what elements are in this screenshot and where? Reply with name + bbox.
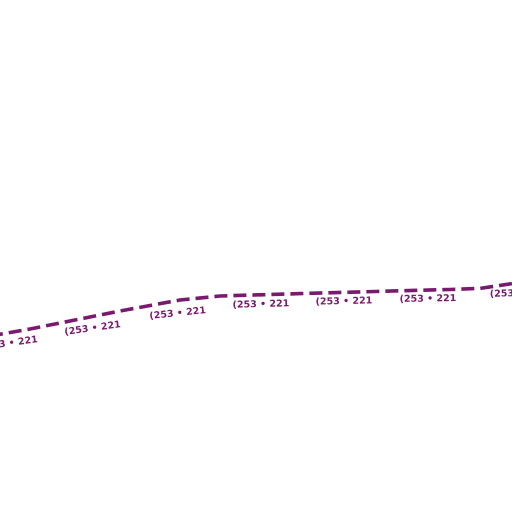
route-label: (253 [490, 288, 512, 300]
route-label: (253 • 221 [400, 293, 457, 305]
route-label: (253 • 221 [149, 305, 207, 322]
route-label: (253 • 221 [0, 334, 38, 353]
boundary-line [0, 281, 512, 337]
route-label: (253 • 221 [315, 295, 372, 307]
route-label: (253 • 221 [232, 298, 289, 310]
